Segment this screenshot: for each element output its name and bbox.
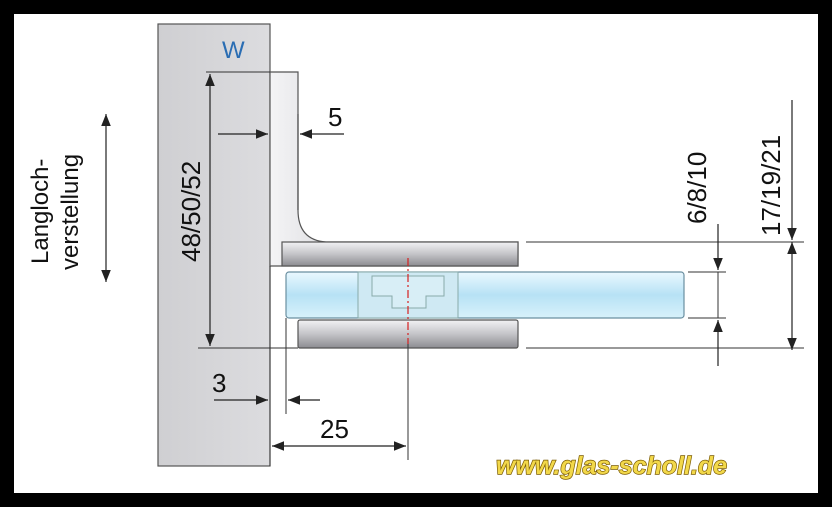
dim-clamp-height: 17/19/21: [756, 135, 786, 236]
dim-glass-thickness: 6/8/10: [682, 152, 712, 224]
glass-panel: [285, 271, 685, 319]
technical-drawing: W 48/50/52: [27, 23, 804, 481]
clamp-wall-plate: [269, 71, 519, 267]
dim-wall-gap: 3: [212, 368, 226, 398]
wall-label: W: [222, 37, 245, 64]
dim-height-total: 48/50/52: [176, 161, 206, 262]
dim-plate-offset: 5: [328, 102, 342, 132]
watermark-url: www.glas-scholl.de: [496, 452, 727, 480]
dim-depth: 25: [320, 414, 349, 444]
slot-adjust-label-line2: verstellung: [57, 154, 84, 270]
clamp-upper-bar: [281, 241, 519, 267]
slot-adjust-label-line1: Langloch-: [27, 159, 54, 264]
drawing-canvas: W 48/50/52: [14, 14, 818, 493]
